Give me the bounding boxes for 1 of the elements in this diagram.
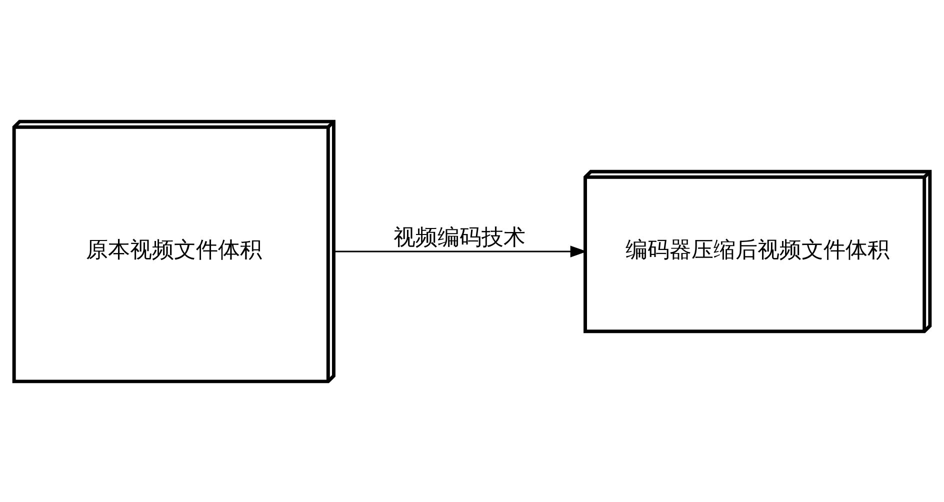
edge-label: 视频编码技术 — [393, 224, 526, 250]
